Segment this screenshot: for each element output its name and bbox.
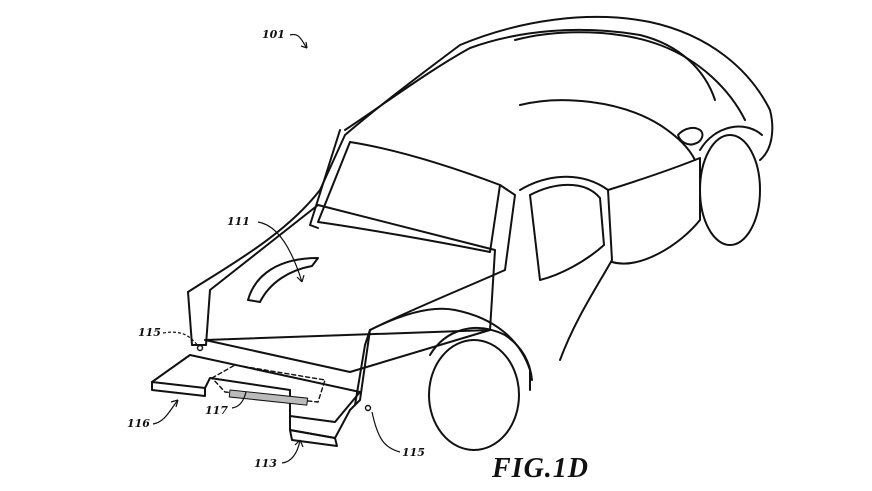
ref-101-label: 101 (262, 28, 285, 41)
front-door (607, 157, 701, 265)
front-wheel (699, 134, 761, 246)
leader-101-arrow (300, 41, 308, 49)
bed-front-wall (204, 204, 496, 341)
leader-111 (257, 221, 303, 283)
leader-116 (152, 399, 179, 425)
ref-113-label: 113 (254, 457, 277, 470)
rear-wheel (428, 339, 520, 451)
ref-117-label: 117 (205, 404, 228, 417)
leader-116-arrow (170, 399, 179, 408)
hinge-left (196, 344, 204, 352)
ref-116-label: 116 (127, 417, 150, 430)
leader-117 (231, 391, 247, 409)
hood-line (514, 31, 746, 121)
tailgate-right-block (289, 429, 338, 447)
leader-115-left (162, 331, 199, 347)
leader-115-right (371, 411, 401, 453)
front-wheel-arch (699, 125, 763, 151)
leader-111-arrow (296, 274, 305, 283)
vehicle-body-outline (187, 15, 774, 293)
figure-caption: FIG.1D (492, 453, 590, 484)
leader-101 (289, 33, 308, 49)
ref-115-left-label: 115 (138, 326, 161, 339)
windshield-line (519, 99, 696, 161)
side-mirror (677, 126, 704, 146)
inner-panel-dashed (211, 364, 326, 403)
leader-113-arrow (294, 439, 304, 448)
wheel-well-hump (247, 257, 319, 303)
rear-window (317, 141, 501, 253)
rear-wheel-arch (429, 326, 533, 381)
hinge-right (364, 404, 372, 412)
ref-115-right-label: 115 (402, 446, 425, 459)
bed-left-wall (187, 204, 319, 346)
bed-floor-edge (204, 329, 491, 373)
cab-back-panel (309, 129, 516, 271)
inner-panel-strip (228, 389, 309, 406)
door-window (529, 183, 605, 281)
ref-111-label: 111 (227, 215, 250, 228)
tailgate-left-block (151, 381, 206, 397)
leader-113 (281, 439, 301, 464)
rear-door (519, 175, 613, 361)
